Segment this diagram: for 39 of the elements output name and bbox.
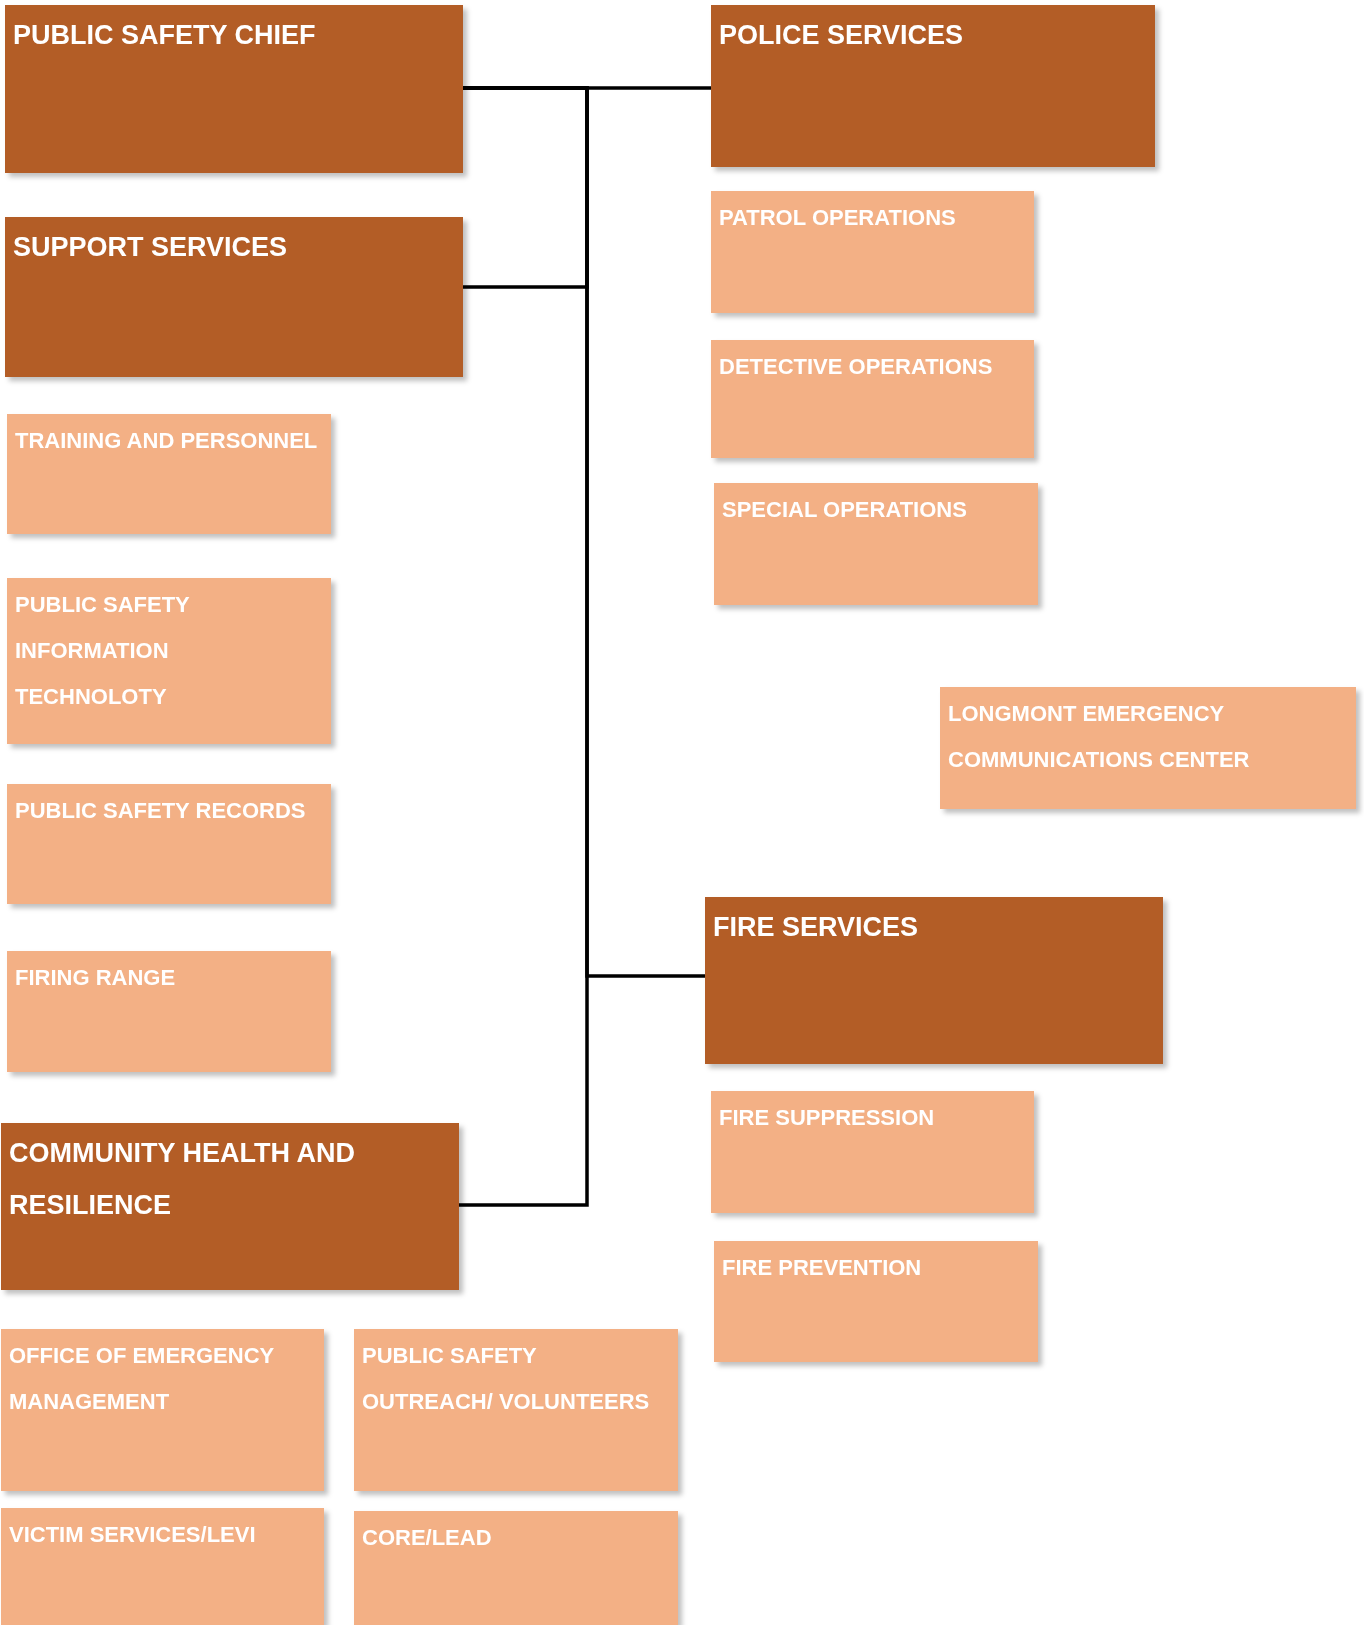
box-title: VICTIM SERVICES/LEVI xyxy=(9,1521,257,1549)
box-title: PUBLIC SAFETY CHIEF xyxy=(13,19,317,52)
box-title: PATROL OPERATIONS xyxy=(719,204,957,232)
box-title: PUBLIC SAFETY INFORMATION TECHNOLOTY xyxy=(15,591,191,711)
box-title: FIRING RANGE xyxy=(15,964,177,992)
division-box xyxy=(711,340,1034,458)
division-box xyxy=(7,951,331,1072)
department-box xyxy=(5,217,463,377)
box-title: OFFICE OF EMERGENCY MANAGEMENT xyxy=(9,1342,275,1416)
department-box xyxy=(1,1123,459,1290)
department-box xyxy=(705,897,1163,1064)
box-title: PUBLIC SAFETY OUTREACH/ VOLUNTEERS xyxy=(362,1342,651,1416)
division-box xyxy=(714,1241,1038,1362)
division-box xyxy=(354,1511,678,1625)
division-box xyxy=(714,483,1038,605)
division-box xyxy=(7,784,331,904)
box-title: POLICE SERVICES xyxy=(719,19,965,52)
division-box xyxy=(1,1329,324,1491)
division-box xyxy=(7,414,331,534)
division-box xyxy=(354,1329,678,1491)
division-box xyxy=(711,191,1034,313)
department-box xyxy=(5,5,463,173)
box-title: SPECIAL OPERATIONS xyxy=(722,496,968,524)
box-title: CORE/LEAD xyxy=(362,1524,493,1552)
box-title: COMMUNITY HEALTH AND RESILIENCE xyxy=(9,1137,356,1222)
box-title: DETECTIVE OPERATIONS xyxy=(719,353,994,381)
division-box xyxy=(7,578,331,744)
box-title: FIRE SERVICES xyxy=(713,911,920,944)
box-title: TRAINING AND PERSONNEL xyxy=(15,427,319,455)
department-box xyxy=(711,5,1155,167)
division-box xyxy=(940,687,1356,809)
division-box xyxy=(711,1091,1034,1213)
box-title: PUBLIC SAFETY RECORDS xyxy=(15,797,307,825)
box-title: FIRE PREVENTION xyxy=(722,1254,923,1282)
box-title: LONGMONT EMERGENCY COMMUNICATIONS CENTER xyxy=(948,700,1251,774)
box-title: SUPPORT SERVICES xyxy=(13,231,289,264)
box-title: FIRE SUPPRESSION xyxy=(719,1104,936,1132)
connector-line xyxy=(459,86,589,1207)
division-box xyxy=(1,1508,324,1625)
